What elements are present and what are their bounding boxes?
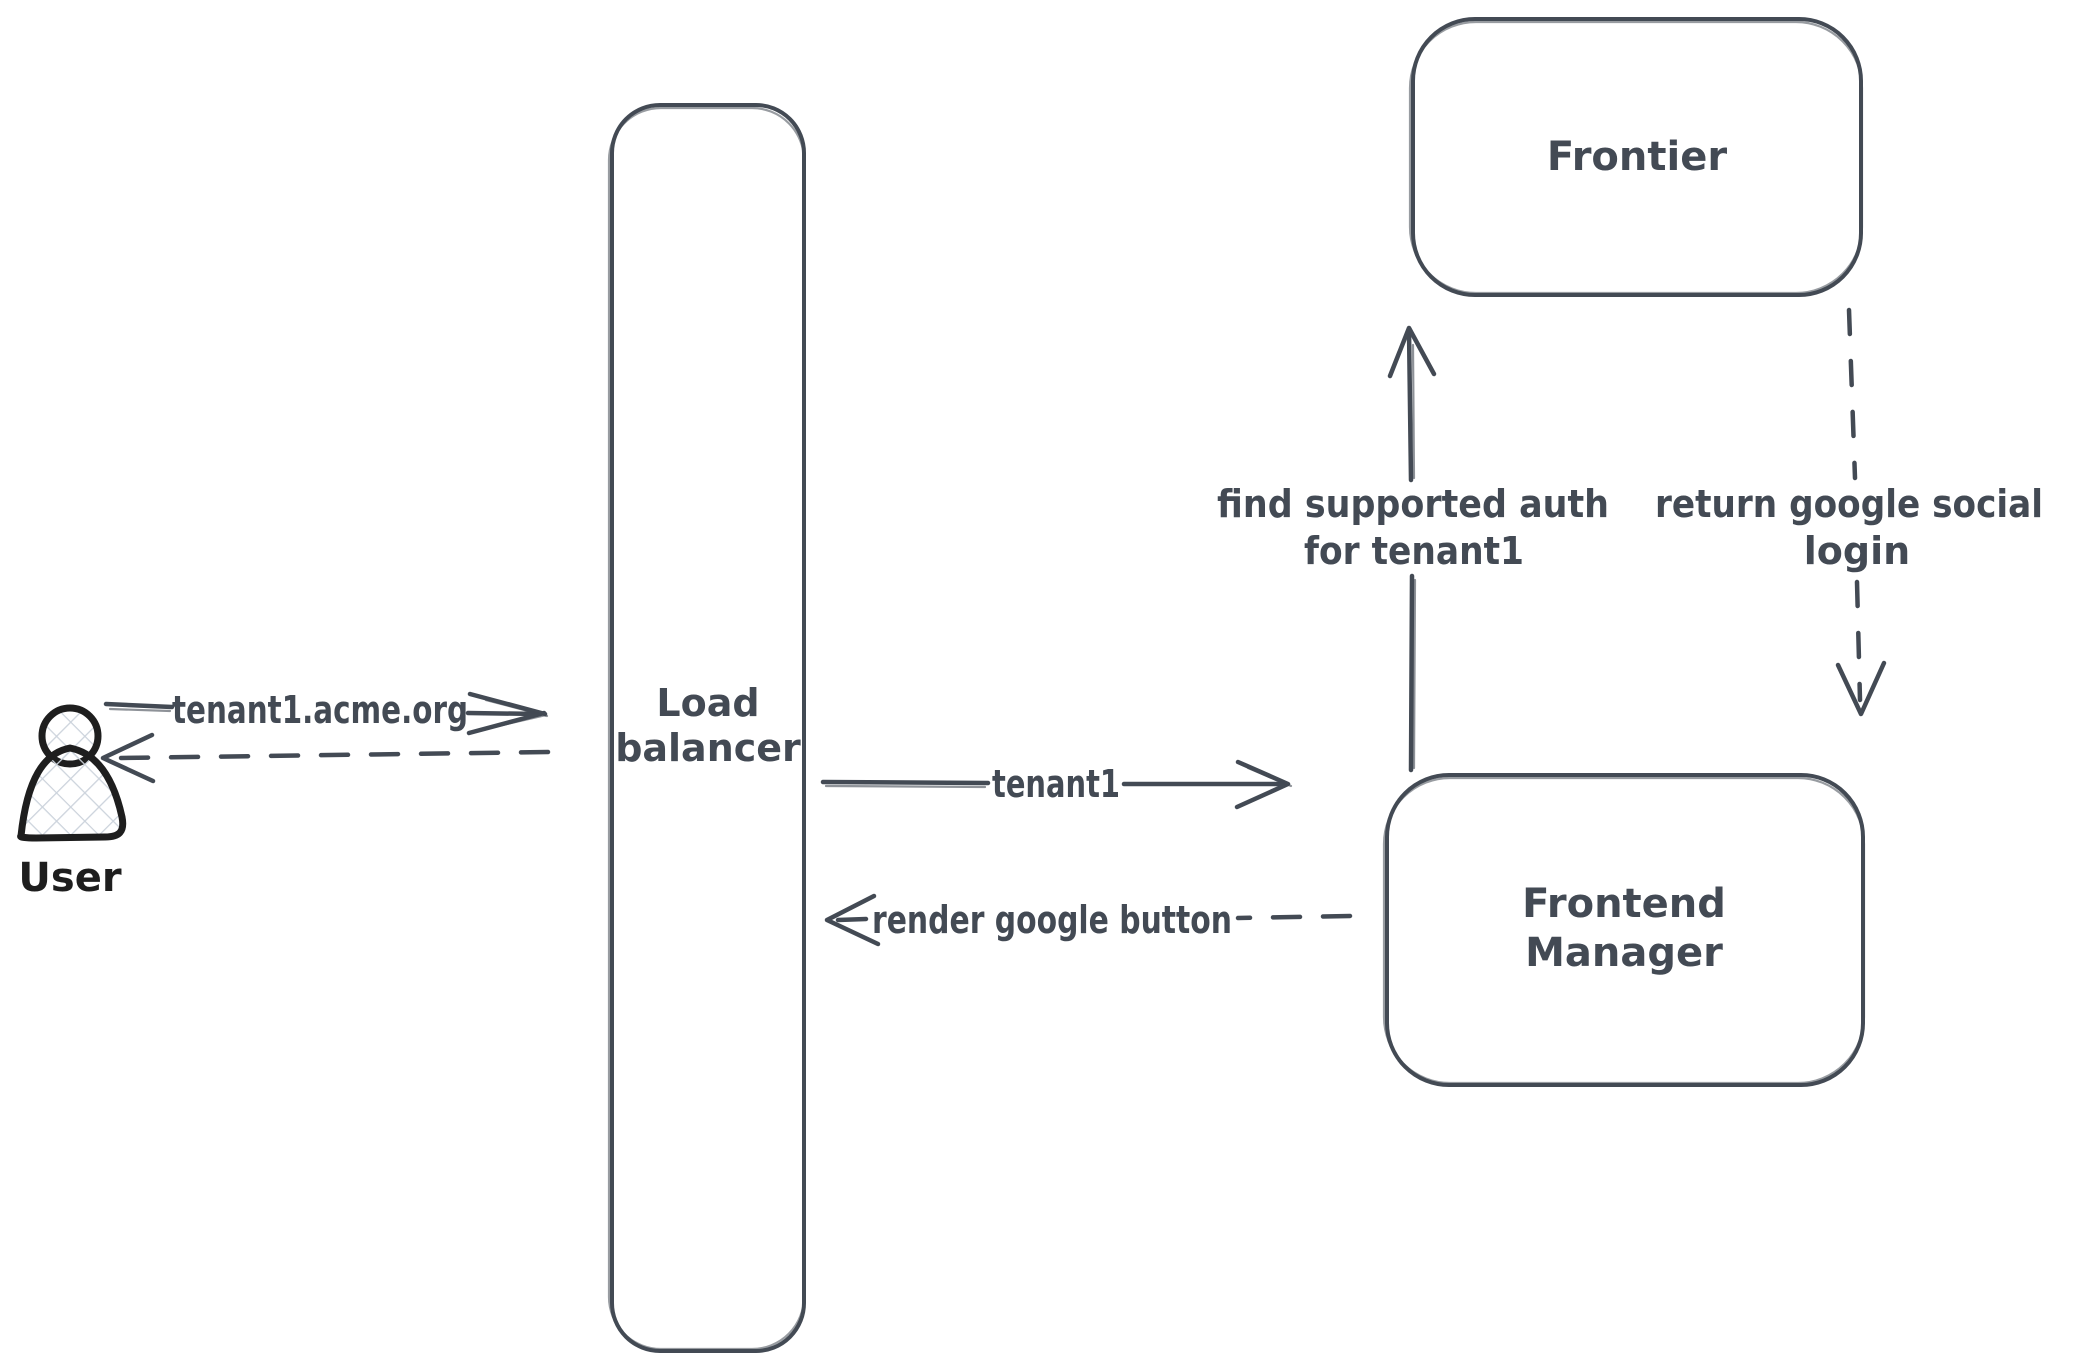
arrow-fm-to-frontier: find supported auth for tenant1 [1217,325,1609,773]
edge-label-tenant1: tenant1 [992,762,1120,806]
frontend-manager-label-line2: Manager [1525,930,1723,976]
edge-label-login: login [1804,529,1910,573]
edge-label-tenant1-acme-org: tenant1.acme.org [172,688,468,732]
arrow-lb-to-fm: tenant1 [820,759,1293,810]
load-balancer-label-line2: balancer [615,726,801,770]
arrow-frontier-to-fm: return google social login [1655,307,2043,717]
edge-label-for-tenant1: for tenant1 [1304,529,1524,573]
user-label: User [18,855,121,901]
load-balancer-node: Load balancer [607,103,806,1353]
load-balancer-label-line1: Load [656,681,759,725]
arrow-user-to-lb: tenant1.acme.org [103,688,549,736]
frontend-manager-label-line1: Frontend [1522,881,1726,927]
arrow-lb-to-user [100,732,551,784]
user-actor: User [17,704,127,901]
edge-label-return-google-social: return google social [1655,482,2043,526]
edge-label-find-supported-auth: find supported auth [1217,482,1609,526]
frontend-manager-node: Frontend Manager [1382,773,1866,1087]
arrow-fm-to-lb: render google button [824,893,1353,947]
frontier-label: Frontier [1547,134,1727,180]
frontier-node: Frontier [1408,17,1864,297]
edge-label-render-google-button: render google button [872,898,1232,942]
user-icon [17,704,127,842]
